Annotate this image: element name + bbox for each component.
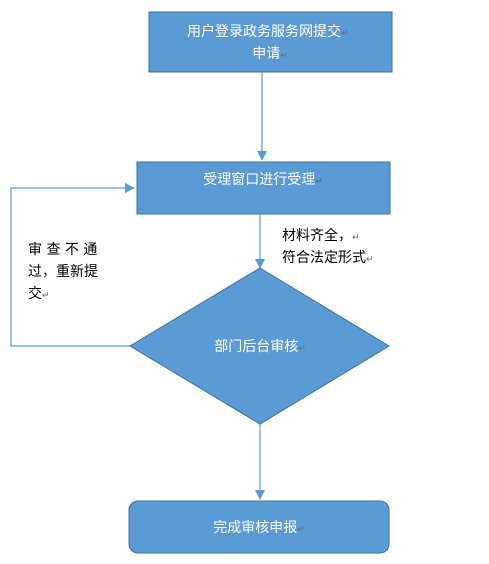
- node-complete-label: 完成审核申报↵: [213, 520, 305, 536]
- edge-label-rejected-line-3: 交: [28, 285, 42, 302]
- paragraph-mark: ↵: [352, 233, 360, 243]
- paragraph-mark: ↵: [297, 525, 305, 535]
- node-submit-application: [148, 11, 393, 73]
- edge-label-rejected-resubmit: 审 查 不 通 过，重新提 交↵: [28, 242, 102, 302]
- node-review-label: 部门后台审核↵: [214, 339, 306, 355]
- paragraph-mark: ↵: [366, 255, 374, 265]
- node-complete-review: [128, 500, 390, 554]
- node-submit-line-2: 申请: [252, 46, 280, 62]
- paragraph-mark: ↵: [341, 29, 349, 39]
- paragraph-mark: ↵: [42, 291, 50, 301]
- node-window-acceptance: [136, 161, 391, 215]
- node-complete-line-1: 完成审核申报: [213, 520, 297, 536]
- edge-label-materials-complete: 材料齐全，↵ 符合法定形式↵: [282, 227, 374, 266]
- node-accept-label: 受理窗口进行受理↵: [203, 171, 323, 188]
- node-review-line-1: 部门后台审核: [214, 339, 298, 355]
- edge-label-rejected-line-1: 审 查 不 通: [28, 242, 97, 258]
- edge-label-materials-line-1: 材料齐全，: [282, 227, 352, 244]
- node-accept-line-1: 受理窗口进行受理: [203, 171, 315, 188]
- arrow-reject-loop: [10, 183, 135, 347]
- paragraph-mark: ↵: [315, 177, 323, 187]
- paragraph-mark: ↵: [298, 344, 306, 354]
- paragraph-mark: ↵: [280, 51, 288, 61]
- edge-label-materials-line-2: 符合法定形式: [282, 250, 366, 266]
- edge-label-rejected-line-2: 过，重新提: [28, 264, 98, 280]
- node-department-review: [129, 267, 390, 425]
- node-submit-label: 用户登录政务服务网提交↵ 申请↵: [187, 23, 353, 62]
- node-submit-line-1: 用户登录政务服务网提交: [187, 23, 341, 40]
